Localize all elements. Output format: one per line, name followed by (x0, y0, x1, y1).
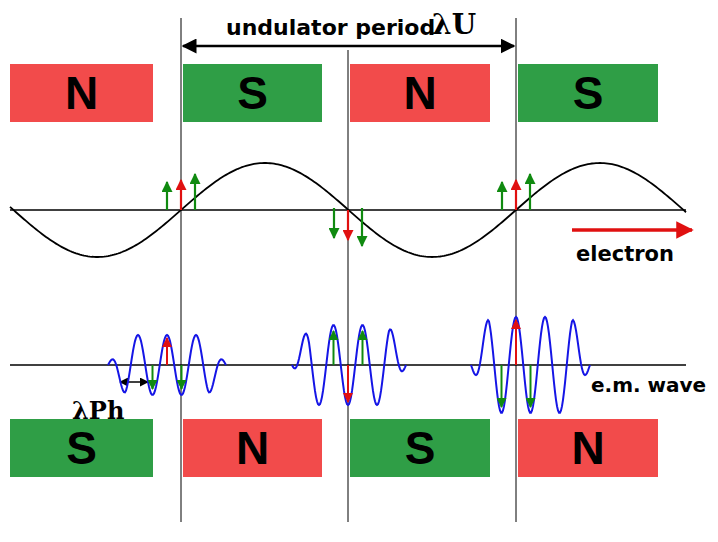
field-vector (180, 180, 182, 210)
magnet-pole: S (518, 64, 658, 122)
pole-letter: S (237, 70, 268, 116)
field-vector (515, 180, 517, 210)
pole-letter: N (571, 425, 604, 471)
field-vector (333, 208, 335, 238)
guide-line (348, 50, 349, 522)
pole-letter: S (66, 425, 97, 471)
field-vector (361, 208, 363, 246)
pole-letter: N (236, 425, 269, 471)
field-vector (166, 338, 168, 365)
wavelength-arrow (120, 381, 148, 383)
guide-line (181, 18, 182, 522)
field-vector (530, 365, 532, 407)
guide-line (516, 18, 517, 522)
field-vector (362, 331, 364, 365)
field-vector (501, 365, 503, 407)
wave-packet (292, 325, 406, 405)
field-vector (501, 182, 503, 210)
em-wave-packets (108, 317, 590, 413)
electron-label: electron (576, 243, 674, 266)
pole-letter: N (65, 70, 98, 116)
pole-letter: N (403, 70, 436, 116)
field-vector (347, 365, 349, 402)
magnet-pole: S (10, 419, 153, 477)
field-vector (194, 174, 196, 210)
wavelength-symbol: λPh (72, 398, 124, 424)
wave-label: e.m. wave (591, 374, 706, 396)
field-vector (181, 365, 183, 389)
magnet-pole: S (183, 64, 322, 122)
wave-packet (471, 317, 590, 413)
field-vectors (153, 174, 531, 407)
magnet-pole: N (183, 419, 322, 477)
electron-arrow (572, 228, 692, 232)
magnet-pole: N (350, 64, 490, 122)
period-guides (181, 18, 516, 522)
field-vector (347, 210, 349, 240)
period-label: undulator period (226, 16, 435, 40)
field-vector (333, 331, 335, 365)
field-vector (515, 320, 517, 365)
pole-letter: S (573, 70, 604, 116)
wave-packet (108, 335, 226, 395)
period-arrow (183, 45, 514, 48)
magnet-pole: N (10, 64, 153, 122)
field-vector (166, 182, 168, 210)
pole-letter: S (405, 425, 436, 471)
magnet-pole: N (518, 419, 658, 477)
period-symbol: λU (432, 10, 476, 41)
field-vector (529, 174, 531, 210)
field-vector (152, 365, 154, 389)
magnet-pole: S (350, 419, 490, 477)
